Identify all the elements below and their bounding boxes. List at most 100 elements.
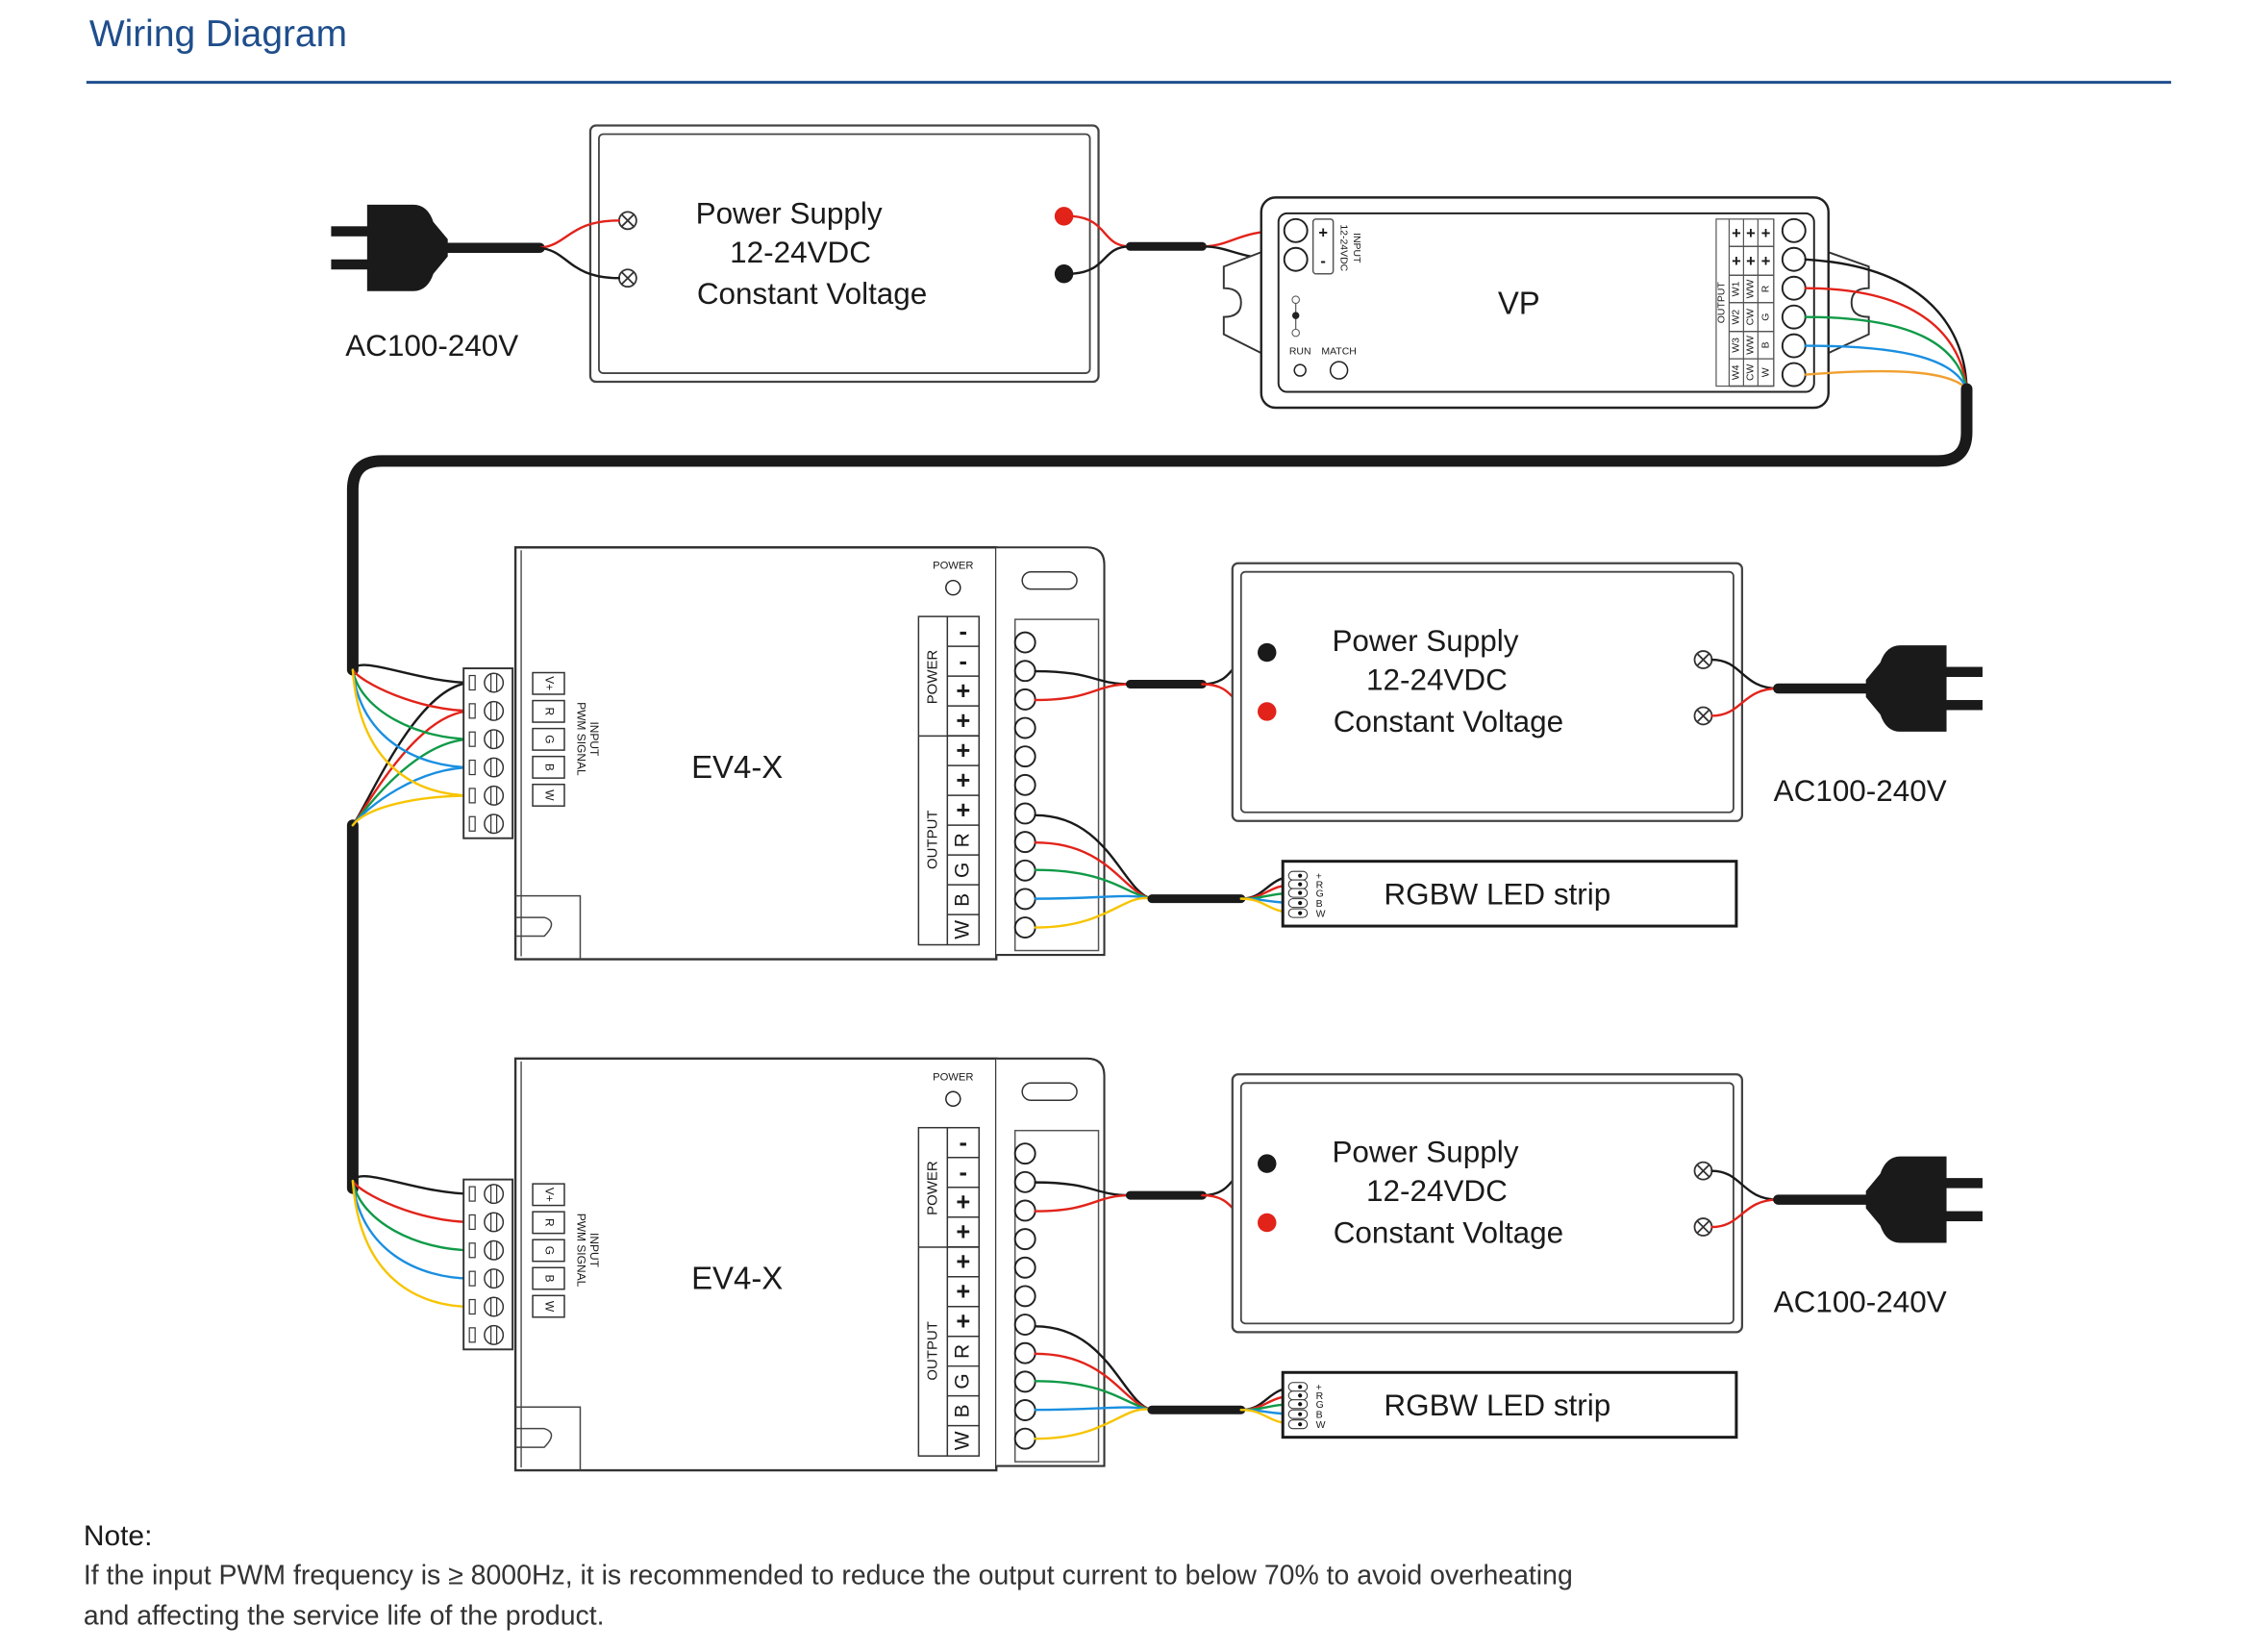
power-supply-voltage: 12-24VDC	[1366, 663, 1508, 696]
plug-prong	[331, 226, 370, 237]
wire	[351, 668, 474, 740]
wire	[1710, 1198, 1780, 1229]
strip-pin	[1287, 879, 1309, 889]
terminal-label: B	[951, 893, 973, 907]
screw-terminal-icon	[1693, 650, 1713, 669]
vp-output-plus: +	[1746, 253, 1756, 270]
strip-pin-dot	[1298, 1422, 1303, 1427]
input-label-box	[532, 1239, 565, 1263]
vp-output-label: B	[1760, 341, 1771, 348]
vp-input-plus: +	[1318, 224, 1328, 241]
vp-panel	[1277, 212, 1815, 393]
input-label: W	[542, 789, 556, 801]
input-label: B	[542, 1275, 556, 1283]
wire	[351, 1179, 474, 1224]
input-slot	[468, 703, 476, 719]
output-terminal	[1013, 660, 1036, 683]
screw-slot	[490, 730, 498, 748]
input-label-box	[532, 671, 565, 695]
mounting-notch	[515, 894, 582, 960]
wire	[1034, 896, 1154, 929]
vp-output-terminal	[1781, 304, 1807, 330]
wire	[351, 668, 474, 713]
mounting-slot	[1021, 1082, 1078, 1102]
plug-body	[1865, 645, 1947, 732]
input-label: G	[542, 1246, 556, 1255]
ev4x-terminal-housing	[996, 546, 1106, 957]
terminal-label: +	[956, 738, 970, 764]
terminal-label: R	[951, 1344, 973, 1359]
plug-prong	[1943, 699, 1983, 711]
terminal-label: +	[956, 708, 970, 735]
vp-output-plus: +	[1746, 225, 1756, 242]
pwm-input-terminal-block	[462, 1178, 514, 1351]
strip-pin	[1287, 898, 1309, 909]
input-label: R	[542, 707, 556, 715]
note-heading: Note:	[84, 1520, 153, 1552]
screw-terminal-icon	[1693, 1217, 1713, 1237]
strip-pin-label: B	[1316, 1410, 1323, 1420]
input-label: B	[542, 763, 556, 771]
vp-output-terminal	[1781, 333, 1807, 359]
terminal-cross	[621, 271, 635, 285]
vp-input-label-box	[1311, 218, 1335, 275]
strip-pin-label: W	[1316, 909, 1326, 919]
input-label-box	[532, 727, 565, 751]
power-supply-outer	[1231, 562, 1744, 822]
led-strip-name: RGBW LED strip	[1384, 1389, 1610, 1422]
terminal-label: -	[960, 1130, 967, 1157]
power-supply-outer	[1231, 1073, 1744, 1334]
vp-input-title: INPUT	[1351, 233, 1361, 263]
strip-pin-label: +	[1316, 1383, 1322, 1393]
input-label-box	[532, 1211, 565, 1235]
power-supply-inner	[1239, 1082, 1734, 1325]
strip-pin-dot	[1298, 911, 1303, 915]
input-screw-icon	[484, 1212, 505, 1233]
wire	[538, 246, 621, 280]
plug-body	[366, 204, 448, 291]
wire	[1710, 687, 1780, 717]
wire	[1034, 1193, 1132, 1213]
screw-slot	[490, 702, 498, 720]
output-terminal	[1013, 1170, 1036, 1193]
strip-pin	[1287, 1399, 1309, 1410]
strip-pin-label: G	[1316, 889, 1324, 899]
strip-pin	[1287, 888, 1309, 898]
vp-output-label: WW	[1746, 336, 1757, 355]
wire	[351, 663, 474, 685]
input-screw-icon	[484, 785, 505, 806]
vp-output-label: W	[1760, 367, 1771, 377]
pwm-input-title: INPUT	[587, 721, 601, 757]
output-terminal	[1013, 1341, 1036, 1364]
output-terminal	[1013, 631, 1036, 654]
output-terminal	[1013, 1285, 1036, 1308]
power-plug-icon	[1865, 1156, 1983, 1243]
wire-terminal-dot	[1054, 207, 1074, 226]
terminal-label: +	[956, 1189, 970, 1216]
note-line-2: and affecting the service life of the pr…	[84, 1600, 605, 1631]
power-supply-title: Power Supply	[1332, 1136, 1518, 1169]
ev4x-terminal-housing	[996, 1057, 1106, 1467]
led-strip-body	[1281, 1370, 1738, 1439]
power-supply-title: Power Supply	[1332, 624, 1518, 658]
vp-match-button[interactable]	[1329, 361, 1349, 380]
terminal-label: +	[956, 797, 970, 824]
input-label: V+	[542, 1188, 556, 1202]
terminal-label: G	[951, 863, 973, 878]
screw-slot	[490, 787, 498, 805]
vp-output-label: W2	[1732, 310, 1742, 325]
screw-slot	[490, 814, 498, 833]
wire	[1071, 214, 1132, 248]
input-label-box	[532, 1294, 565, 1318]
vp-led-icon	[1291, 312, 1300, 319]
power-supply-inner	[1239, 570, 1734, 813]
vp-output-plus: +	[1761, 253, 1771, 270]
input-label-box	[532, 699, 565, 723]
terminal-label-table	[917, 1126, 981, 1457]
input-slot	[468, 1270, 476, 1287]
power-group-label: POWER	[924, 1161, 940, 1215]
mounting-notch	[515, 1406, 582, 1471]
